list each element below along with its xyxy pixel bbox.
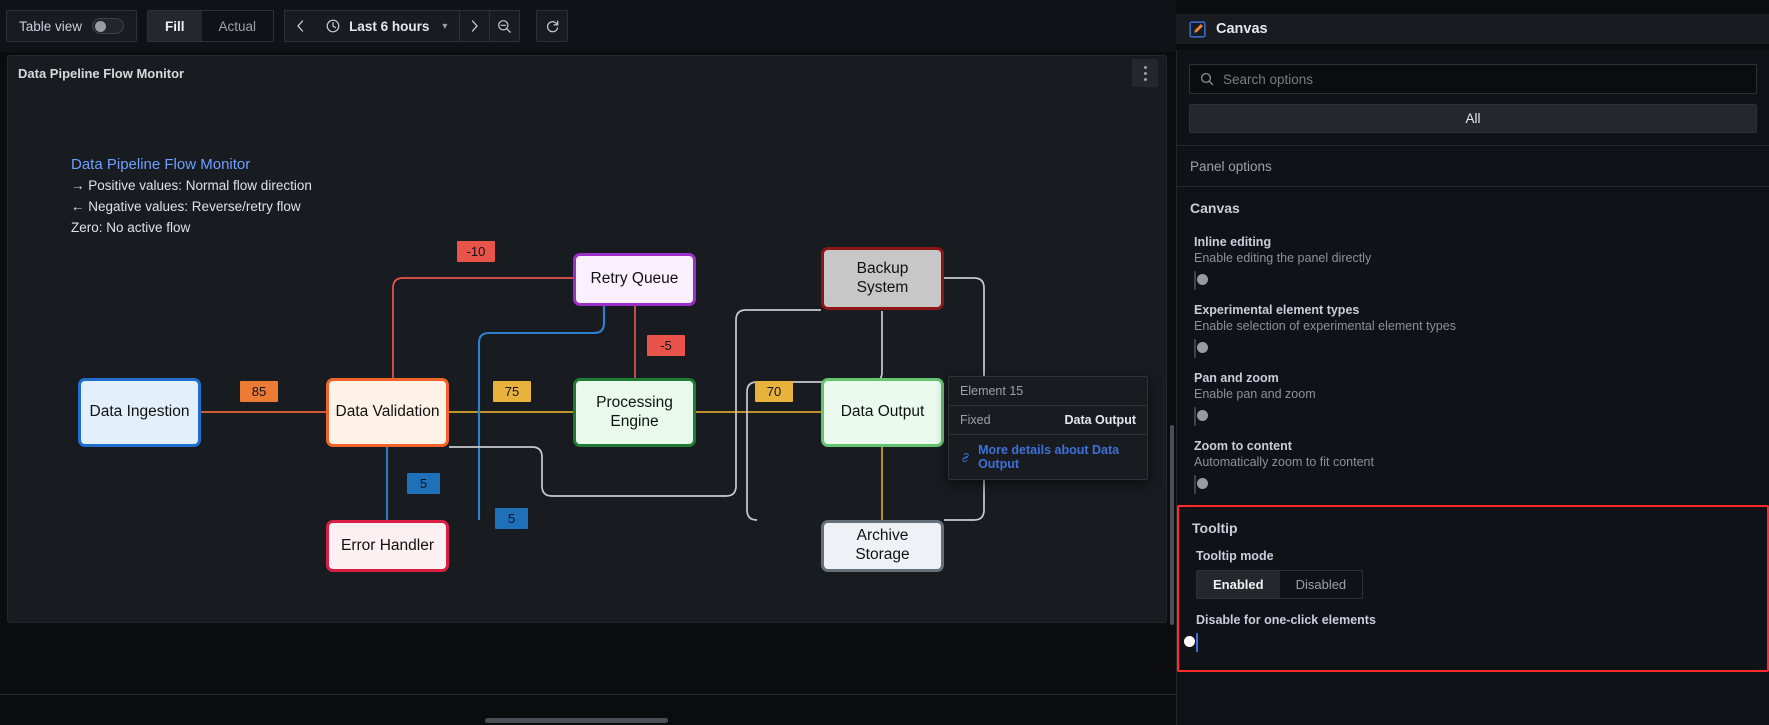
- option-field-description: Enable editing the panel directly: [1194, 251, 1372, 265]
- refresh-button[interactable]: [536, 10, 569, 42]
- table-view-toggle[interactable]: [92, 18, 125, 34]
- option-field-toggle[interactable]: [1194, 271, 1208, 290]
- options-header: Canvas: [1176, 14, 1769, 44]
- time-range-picker[interactable]: Last 6 hours ▾: [314, 10, 461, 42]
- canvas-area[interactable]: Data Pipeline Flow Monitor → Positive va…: [8, 90, 1166, 622]
- tooltip-link-label: More details about Data Output: [978, 443, 1120, 471]
- canvas-node-error-handler[interactable]: Error Handler: [326, 520, 449, 572]
- canvas-node-data-output[interactable]: Data Output: [821, 378, 944, 447]
- option-field-label: Experimental element types: [1194, 303, 1360, 317]
- canvas-group-title: Canvas: [1190, 200, 1240, 216]
- edge-label-6: 5: [495, 508, 528, 529]
- canvas-node-processing-engine[interactable]: Processing Engine: [573, 378, 696, 447]
- panel-options-section-title: Panel options: [1190, 159, 1272, 174]
- zoom-out-button[interactable]: [490, 10, 521, 42]
- option-field-label: Zoom to content: [1194, 439, 1292, 453]
- legend-line-3: Zero: No active flow: [71, 220, 191, 235]
- tooltip-details-link[interactable]: More details about Data Output: [949, 435, 1147, 479]
- options-search-wrap: Search options: [1177, 50, 1769, 104]
- fill-button[interactable]: Fill: [148, 11, 202, 41]
- option-field-toggle[interactable]: [1194, 339, 1208, 358]
- option-field-description: Enable selection of experimental element…: [1194, 319, 1456, 333]
- search-options-input[interactable]: Search options: [1189, 64, 1757, 94]
- edge-label-3: -5: [647, 335, 685, 356]
- filter-all-button[interactable]: All: [1190, 105, 1756, 132]
- option-field-toggle[interactable]: [1194, 475, 1208, 494]
- chevron-down-icon: ▾: [442, 20, 448, 32]
- top-toolbar: Table view Fill Actual Last 6 hours ▾: [0, 0, 1176, 52]
- clock-icon: [326, 19, 340, 33]
- time-range-group: Last 6 hours ▾: [284, 10, 521, 42]
- legend-line-2: ← Negative values: Reverse/retry flow: [71, 199, 301, 214]
- option-field-label: Pan and zoom: [1194, 371, 1279, 385]
- fill-actual-segment: Fill Actual: [147, 10, 275, 42]
- panel-menu-button[interactable]: [1132, 59, 1158, 87]
- legend-line-1: → Positive values: Normal flow direction: [71, 178, 312, 193]
- zoom-out-icon: [498, 19, 512, 33]
- chevron-left-icon: [296, 20, 303, 32]
- time-range-label: Last 6 hours: [349, 18, 430, 34]
- table-view-label: Table view: [19, 18, 83, 34]
- canvas-node-backup-system[interactable]: Backup System: [821, 247, 944, 310]
- option-field-label: Inline editing: [1194, 235, 1272, 249]
- canvas-node-data-validation[interactable]: Data Validation: [326, 378, 449, 447]
- tooltip-options-section: Tooltip Tooltip mode Enabled Disabled Di…: [1177, 505, 1769, 672]
- tooltip-row-value: Data Output: [1064, 413, 1136, 427]
- edge-label-0: 85: [240, 381, 278, 402]
- search-options-placeholder: Search options: [1223, 71, 1314, 87]
- one-click-label: Disable for one-click elements: [1196, 613, 1376, 627]
- canvas-node-data-ingestion[interactable]: Data Ingestion: [78, 378, 201, 447]
- panel-title: Data Pipeline Flow Monitor: [18, 65, 185, 81]
- tooltip-mode-disabled-button[interactable]: Disabled: [1295, 577, 1347, 592]
- option-field-toggle[interactable]: [1194, 407, 1208, 426]
- option-field-description: Enable pan and zoom: [1194, 387, 1316, 401]
- panel-header: Data Pipeline Flow Monitor: [8, 56, 1166, 90]
- search-icon: [1200, 72, 1214, 86]
- external-link-icon: [962, 452, 969, 462]
- table-view-group: Table view: [6, 10, 138, 42]
- refresh-icon: [546, 20, 559, 32]
- time-prev-button[interactable]: [284, 10, 315, 42]
- canvas-node-retry-queue[interactable]: Retry Queue: [573, 253, 696, 306]
- options-sidebar: Search options All Panel options Canvas …: [1176, 50, 1769, 725]
- canvas-element-tooltip: Element 15 Fixed Data Output More detail…: [948, 376, 1148, 480]
- divider: [1177, 145, 1769, 146]
- tooltip-mode-segment: Enabled Disabled: [1196, 570, 1364, 599]
- actual-button[interactable]: Actual: [218, 18, 257, 34]
- options-header-title: Canvas: [1216, 21, 1268, 37]
- tooltip-mode-enabled-button[interactable]: Enabled: [1197, 571, 1280, 598]
- edge-label-4: 70: [755, 381, 793, 402]
- one-click-toggle[interactable]: [1184, 633, 1198, 652]
- edge-label-2: 75: [493, 381, 531, 402]
- tooltip-group-title: Tooltip: [1192, 520, 1238, 536]
- options-scrollbar[interactable]: [1170, 425, 1174, 625]
- option-field-description: Automatically zoom to fit content: [1194, 455, 1374, 469]
- canvas-edit-icon: [1189, 20, 1206, 38]
- time-next-button[interactable]: [460, 10, 491, 42]
- tooltip-mode-label: Tooltip mode: [1196, 549, 1274, 563]
- canvas-panel: Data Pipeline Flow Monitor: [7, 55, 1167, 623]
- one-click-field: Disable for one-click elements: [1179, 599, 1767, 652]
- canvas-node-archive-storage[interactable]: Archive Storage: [821, 520, 944, 572]
- legend-title: Data Pipeline Flow Monitor: [71, 156, 251, 173]
- tooltip-mode-field: Tooltip mode Enabled Disabled: [1179, 542, 1767, 599]
- tooltip-row-key: Fixed: [960, 413, 991, 427]
- divider: [1177, 186, 1769, 187]
- tooltip-title: Element 15: [949, 377, 1147, 406]
- edge-label-1: -10: [457, 241, 495, 262]
- chevron-right-icon: [471, 20, 478, 32]
- horizontal-scrollbar[interactable]: [485, 718, 668, 723]
- edge-label-5: 5: [407, 473, 440, 494]
- tooltip-row: Fixed Data Output: [949, 406, 1147, 435]
- options-filter-segment: All: [1189, 104, 1757, 133]
- canvas-legend: Data Pipeline Flow Monitor → Positive va…: [71, 156, 312, 241]
